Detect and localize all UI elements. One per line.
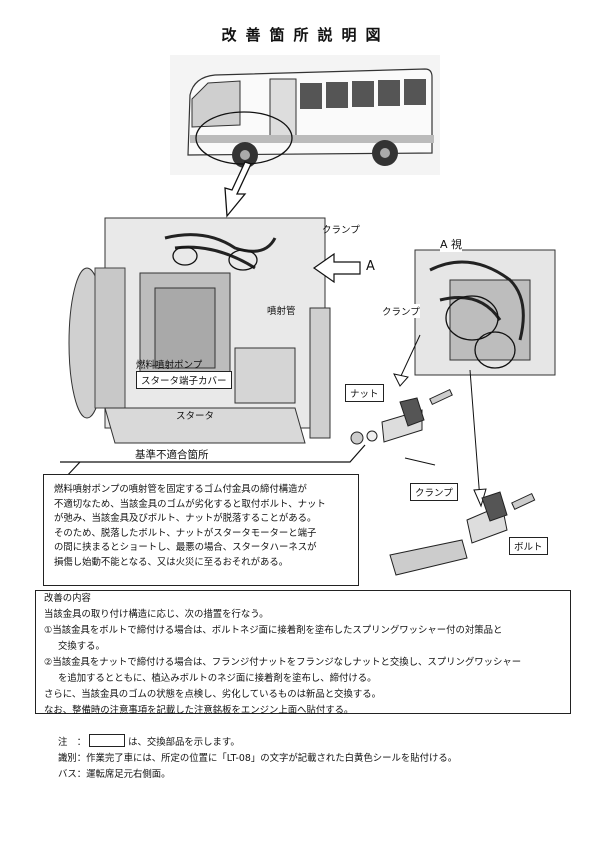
label-fuel-pump: 燃料噴射ポンプ <box>136 360 203 371</box>
parts-illustration <box>350 388 536 576</box>
improvement-line: ②当該金具をナットで締付ける場合は、フランジ付ナットをフランジなしナットと交換し… <box>44 657 522 668</box>
improvement-box: 改善の内容 当該金具の取り付け構造に応じ、次の措置を行なう。 ①当該金具をボルト… <box>35 590 571 716</box>
defect-line: 損傷し始動不能となる、又は火災に至るおそれがある。 <box>54 556 289 568</box>
engine-illustration <box>68 217 331 444</box>
label-bolt: ボルト <box>509 537 548 555</box>
note-line: 注 ： は、交換部品を示します。 <box>58 734 457 751</box>
improvement-heading: 改善の内容 <box>44 593 91 604</box>
defect-line: が弛み、当該金具及びボルト、ナットが脱落することがある。 <box>54 513 317 524</box>
bus-line: バス：運転席足元右側面。 <box>58 769 171 780</box>
label-clamp-a-view: クランプ <box>382 304 420 318</box>
improvement-line: さらに、当該金具のゴムの状態を点検し、劣化しているものは新品と交換する。 <box>44 689 381 700</box>
page-title: 改善箇所説明図 <box>221 26 390 44</box>
note-suffix: は、交換部品を示します。 <box>128 737 240 748</box>
improvement-line: なお、整備時の注意事項を記載した注意銘板をエンジン上面へ貼付する。 <box>44 705 354 716</box>
defect-description-box: 燃料噴射ポンプの噴射管を固定するゴム付金具の締付構造が 不適切なため、当該金具の… <box>43 474 359 586</box>
improvement-line: 交換する。 <box>58 641 105 652</box>
bus-illustration <box>170 55 440 175</box>
id-line: 識別：作業完了車には、所定の位置に「LT-08」の文字が記載された白黄色シールを… <box>58 753 458 764</box>
note-prefix: 注 ： <box>58 737 87 748</box>
pointer-arrow-icon <box>224 161 252 218</box>
label-starter: スタータ <box>176 411 215 422</box>
label-nut: ナット <box>345 384 384 402</box>
defect-line: 不適切なため、当該金具のゴムが劣化すると取付ボルト、ナット <box>54 498 326 510</box>
label-starter-cover: スタータ端子カバー <box>136 371 232 389</box>
label-a-view: A 視 <box>440 236 463 252</box>
label-injection-pipe: 噴射管 <box>267 306 296 317</box>
notes-section: 注 ： は、交換部品を示します。 識別：作業完了車には、所定の位置に「LT-08」… <box>58 734 457 783</box>
label-arrow-a: A <box>366 259 375 274</box>
replacement-part-box <box>89 734 126 747</box>
defect-line: の間に挟まるとショートし、最悪の場合、スタータハーネスが <box>54 542 317 553</box>
defect-line: そのため、脱落したボルト、ナットがスタータモーターと端子 <box>54 527 317 539</box>
improvement-line: ①当該金具をボルトで締付ける場合は、ボルトネジ面に接着剤を塗布したスプリングワッ… <box>44 625 503 636</box>
improvement-line: を追加するとともに、植込みボルトのネジ面に接着剤を塗布し、締付ける。 <box>58 673 377 684</box>
parts-pointer-arrows <box>393 334 487 508</box>
label-nonconforming: 基準不適合箇所 <box>135 449 209 461</box>
defect-line: 燃料噴射ポンプの噴射管を固定するゴム付金具の締付構造が <box>54 484 307 495</box>
view-a-arrow-icon <box>312 252 361 284</box>
label-clamp-parts: クランプ <box>410 483 458 501</box>
label-clamp-engine: クランプ <box>322 225 360 236</box>
a-view-illustration <box>414 249 556 376</box>
improvement-line: 当該金具の取り付け構造に応じ、次の措置を行なう。 <box>44 609 269 620</box>
